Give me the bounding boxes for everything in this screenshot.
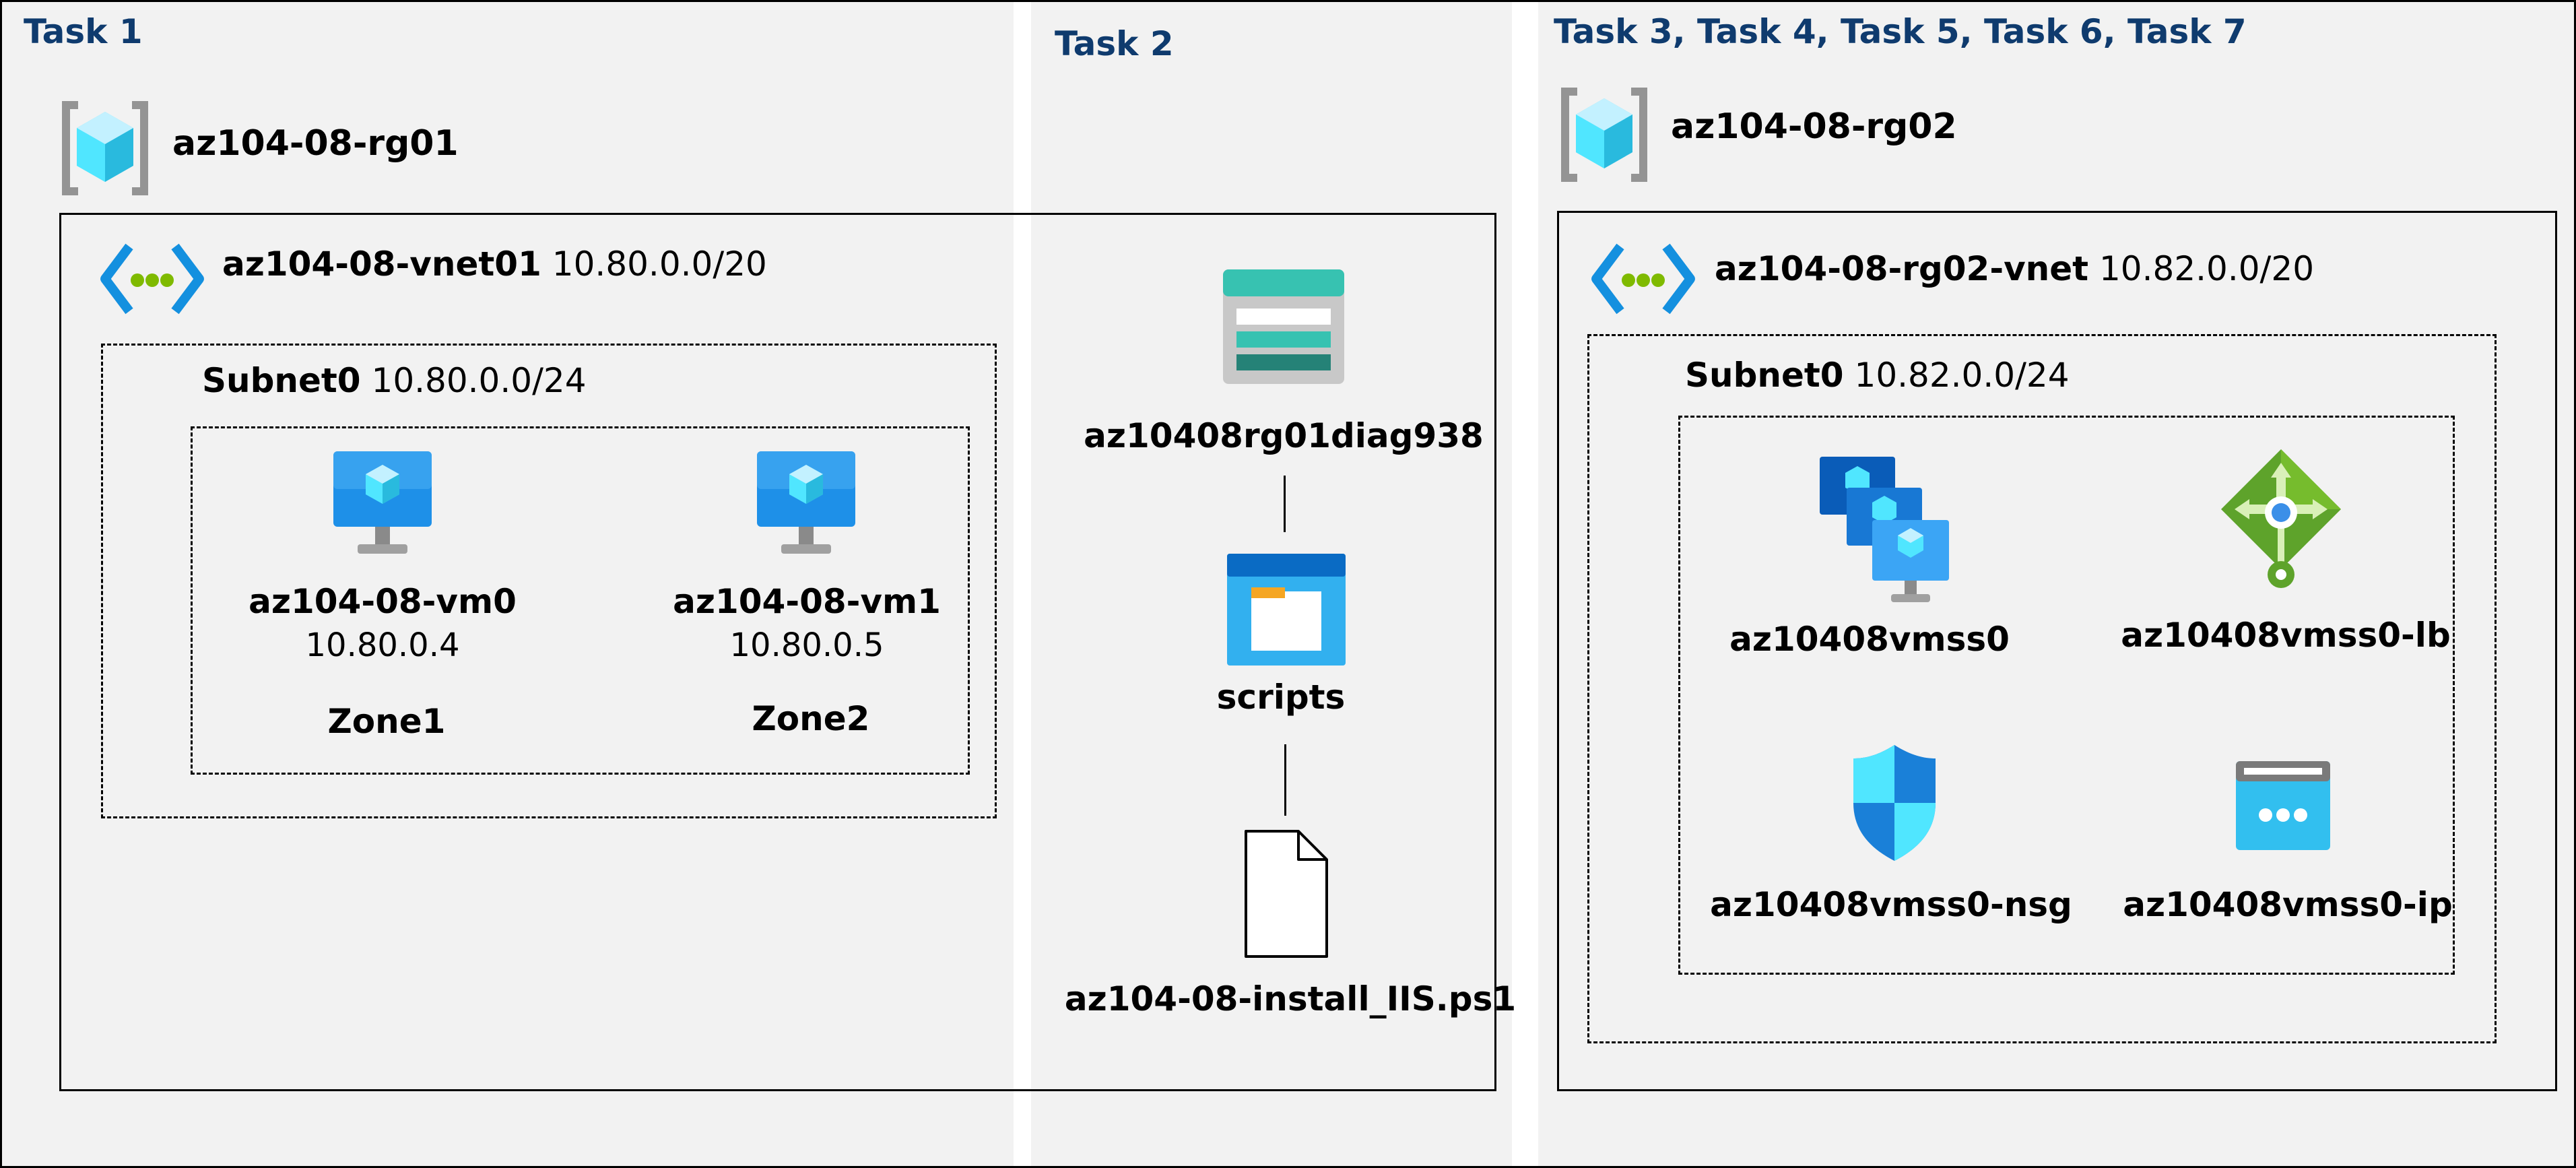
vnet02-cidr: 10.82.0.0/20: [2099, 249, 2315, 288]
subnet0-rg01-label: Subnet0 10.80.0.0/24: [202, 361, 587, 400]
subnet0-rg01: [101, 344, 997, 818]
rg02-container: [1557, 211, 2557, 1091]
nsg-name: az10408vmss0-nsg: [1710, 885, 2072, 924]
vnet01-name: az104-08-vnet01: [222, 245, 541, 284]
subnet0-rg02-cidr: 10.82.0.0/24: [1854, 356, 2070, 395]
vmss-name: az10408vmss0: [1729, 620, 2010, 659]
vm-group: [191, 426, 970, 775]
network-security-group-icon: [1853, 745, 1936, 861]
connector-line: [1284, 476, 1286, 532]
subnet0-rg02-name: Subnet0: [1685, 356, 1844, 395]
subnet0-rg02-label: Subnet0 10.82.0.0/24: [1685, 356, 2070, 395]
virtual-machine-icon: [333, 451, 432, 554]
vm1-name: az104-08-vm1: [673, 582, 941, 621]
vnet-icon: [100, 243, 204, 315]
storage-account-icon: [1223, 269, 1344, 384]
vm0-zone: Zone1: [327, 702, 446, 741]
vm1-ip: 10.80.0.5: [729, 626, 884, 664]
blob-container-icon: [1227, 554, 1346, 666]
panel-task1: [2, 2, 1014, 1166]
vnet02-name: az104-08-rg02-vnet: [1715, 249, 2089, 288]
rg01-name: az104-08-rg01: [172, 123, 459, 164]
vnet01-cidr: 10.80.0.0/20: [552, 245, 767, 284]
vm0-name: az104-08-vm0: [249, 582, 517, 621]
rg02-name: az104-08-rg02: [1671, 106, 1957, 147]
task2-heading: Task 2: [1055, 24, 1174, 63]
panel-task3: [1538, 2, 2574, 1166]
public-ip-icon: [2236, 761, 2330, 850]
resource-group-icon: [1561, 88, 1647, 182]
vnet-icon: [1591, 243, 1695, 315]
public-ip-name: az10408vmss0-ip: [2123, 885, 2453, 924]
container-name: scripts: [1216, 678, 1346, 717]
file-icon: [1245, 830, 1328, 958]
vm0-ip: 10.80.0.4: [305, 626, 460, 664]
vnet01-label: az104-08-vnet01 10.80.0.0/20: [222, 245, 767, 284]
subnet0-rg01-cidr: 10.80.0.0/24: [371, 361, 587, 400]
vmss-group: [1678, 416, 2455, 975]
subnet0-rg01-name: Subnet0: [202, 361, 361, 400]
storage-account-name: az10408rg01diag938: [1084, 416, 1484, 455]
subnet0-rg02: [1587, 334, 2497, 1043]
resource-group-icon: [62, 101, 148, 195]
load-balancer-name: az10408vmss0-lb: [2121, 616, 2451, 655]
vnet-container: [59, 213, 1496, 1091]
vm1-zone: Zone2: [752, 699, 870, 738]
task3-heading: Task 3, Task 4, Task 5, Task 6, Task 7: [1554, 12, 2247, 51]
virtual-machine-icon: [757, 451, 855, 554]
script-file-name: az104-08-install_IIS.ps1: [1064, 979, 1517, 1018]
connector-line: [1284, 744, 1286, 816]
task1-heading: Task 1: [24, 12, 143, 51]
load-balancer-icon: [2221, 449, 2341, 588]
vm-scale-set-icon: [1820, 457, 1949, 602]
vnet02-label: az104-08-rg02-vnet 10.82.0.0/20: [1715, 249, 2314, 288]
